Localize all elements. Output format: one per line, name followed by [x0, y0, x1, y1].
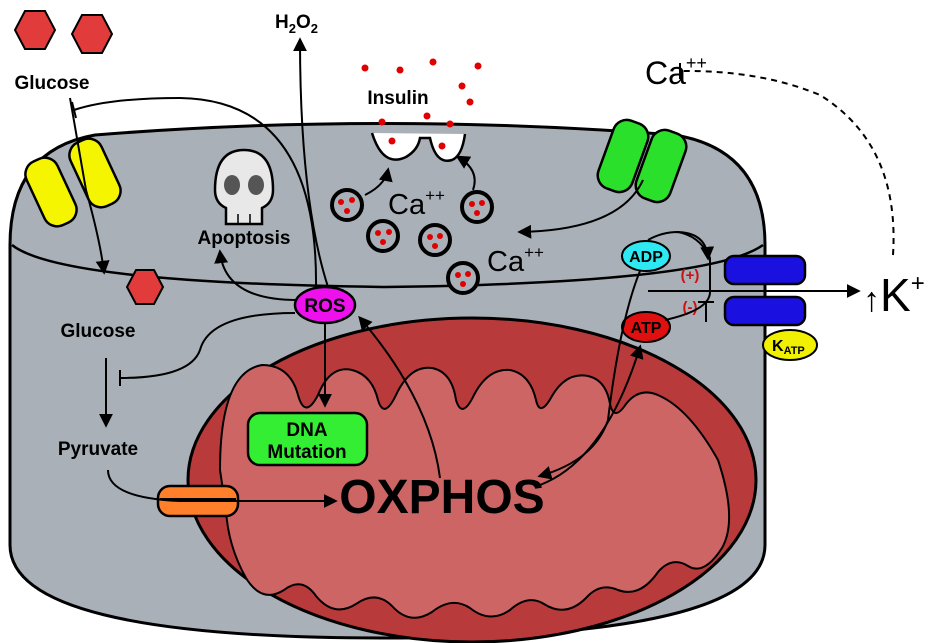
insulin-label: Insulin: [367, 88, 428, 109]
ros-label: ROS: [304, 296, 345, 317]
pyruvate-label: Pyruvate: [58, 439, 138, 460]
glucose-molecule-1: [13, 10, 57, 50]
oxphos-label: OXPHOS: [339, 471, 544, 524]
insulin-granules: [330, 188, 494, 295]
glucose-transporter: [24, 137, 122, 228]
glucose-molecule-2: [70, 14, 114, 54]
glucose-outside-label: Glucose: [15, 73, 90, 94]
katp-label-badge: [762, 329, 818, 361]
katp-channel: [723, 254, 807, 327]
adp-label: ADP: [629, 249, 663, 266]
pathway-arrows: [69, 37, 895, 508]
potassium-label: ↑K+: [863, 269, 925, 321]
calcium-granule-label: Ca++: [388, 186, 445, 221]
katp-label: KATP: [772, 338, 805, 357]
calcium-channel: [596, 118, 688, 204]
h2o2-label: H2O2: [275, 12, 318, 36]
adp-badge: [621, 240, 671, 272]
calcium-cytosol-label: Ca++: [487, 243, 544, 278]
insulin-dots: [361, 58, 482, 150]
glucose-molecule-inside: [125, 269, 165, 305]
dna-mutation-box: [246, 411, 369, 467]
glucose-inside-label: Glucose: [61, 321, 136, 342]
apoptosis-label: Apoptosis: [198, 228, 291, 249]
skull-icon: [213, 148, 275, 226]
atp-label: ATP: [631, 320, 662, 337]
dna-label: DNA: [286, 420, 327, 441]
mutation-label: Mutation: [267, 442, 346, 463]
atp-badge: [621, 311, 671, 343]
cell-top-rim: [11, 243, 764, 289]
plus-regulation: (+): [681, 267, 700, 284]
